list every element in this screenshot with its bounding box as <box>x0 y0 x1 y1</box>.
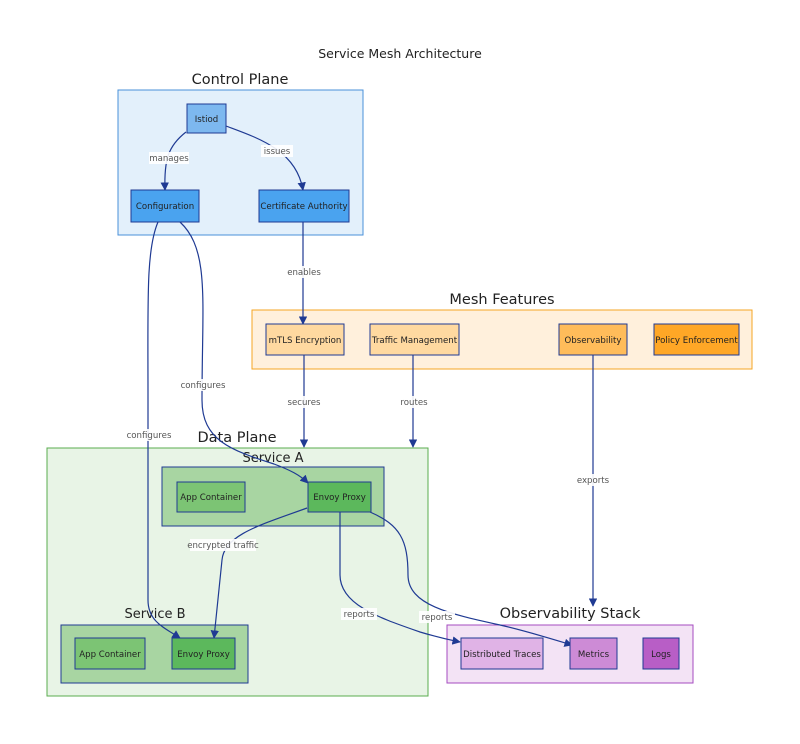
node-mtls-encryption-label: mTLS Encryption <box>269 336 342 346</box>
group-observability-stack-title: Observability Stack <box>500 606 641 622</box>
edge-label-routes: routes <box>400 398 428 408</box>
node-logs[interactable]: Logs <box>642 637 680 670</box>
node-traffic-management[interactable]: Traffic Management <box>369 323 460 356</box>
edge-label-secures: secures <box>287 398 321 408</box>
node-observability-label: Observability <box>565 336 622 346</box>
edge-label-reports-a: reports <box>344 610 375 620</box>
edge-encrypted-traffic <box>210 507 308 639</box>
group-service-a-title: Service A <box>242 451 303 466</box>
node-envoy-proxy-a-label: Envoy Proxy <box>313 493 366 503</box>
edges <box>147 125 598 647</box>
node-envoy-proxy-a[interactable]: Envoy Proxy <box>307 481 372 513</box>
edge-label-exports: exports <box>577 476 610 486</box>
edge-label-issues: issues <box>264 147 291 157</box>
node-observability[interactable]: Observability <box>558 323 628 356</box>
node-mtls-encryption[interactable]: mTLS Encryption <box>265 323 345 356</box>
node-app-container-a[interactable]: App Container <box>176 481 246 513</box>
node-istiod[interactable]: Istiod <box>186 103 227 134</box>
edge-label-enables: enables <box>287 268 321 278</box>
group-service-b-title: Service B <box>124 607 185 622</box>
node-certificate-authority[interactable]: Certificate Authority <box>258 189 350 223</box>
node-istiod-label: Istiod <box>195 115 218 125</box>
group-data-plane-title: Data Plane <box>198 430 277 446</box>
node-traffic-management-label: Traffic Management <box>371 336 458 346</box>
edge-label-configures-b: configures <box>127 431 172 441</box>
node-app-container-b-label: App Container <box>79 650 141 660</box>
node-envoy-proxy-b-label: Envoy Proxy <box>177 650 230 660</box>
node-distributed-traces[interactable]: Distributed Traces <box>460 637 544 670</box>
node-configuration[interactable]: Configuration <box>130 189 200 223</box>
edge-label-encrypted-traffic: encrypted traffic <box>187 541 259 551</box>
edge-reports-traces <box>339 512 461 645</box>
node-configuration-label: Configuration <box>136 202 194 212</box>
node-app-container-a-label: App Container <box>180 493 242 503</box>
group-control-plane-title: Control Plane <box>192 72 289 88</box>
edge-labels: manages issues enables configures config… <box>126 145 613 623</box>
node-metrics-label: Metrics <box>578 650 610 660</box>
edge-reports-metrics <box>369 511 573 647</box>
edge-label-manages: manages <box>149 154 189 164</box>
node-policy-enforcement[interactable]: Policy Enforcement <box>653 323 740 356</box>
edge-label-reports-b: reports <box>422 613 453 623</box>
node-metrics[interactable]: Metrics <box>569 637 618 670</box>
node-envoy-proxy-b[interactable]: Envoy Proxy <box>171 637 236 670</box>
edge-configures-a <box>179 221 309 484</box>
node-logs-label: Logs <box>651 650 671 660</box>
node-distributed-traces-label: Distributed Traces <box>463 650 541 660</box>
diagram-title: Service Mesh Architecture <box>318 46 482 61</box>
edge-configures-b <box>147 221 181 639</box>
node-certificate-authority-label: Certificate Authority <box>260 202 347 212</box>
edge-label-configures-a: configures <box>181 381 226 391</box>
node-policy-enforcement-label: Policy Enforcement <box>655 336 738 346</box>
node-app-container-b[interactable]: App Container <box>74 637 146 670</box>
group-mesh-features-title: Mesh Features <box>449 292 554 308</box>
